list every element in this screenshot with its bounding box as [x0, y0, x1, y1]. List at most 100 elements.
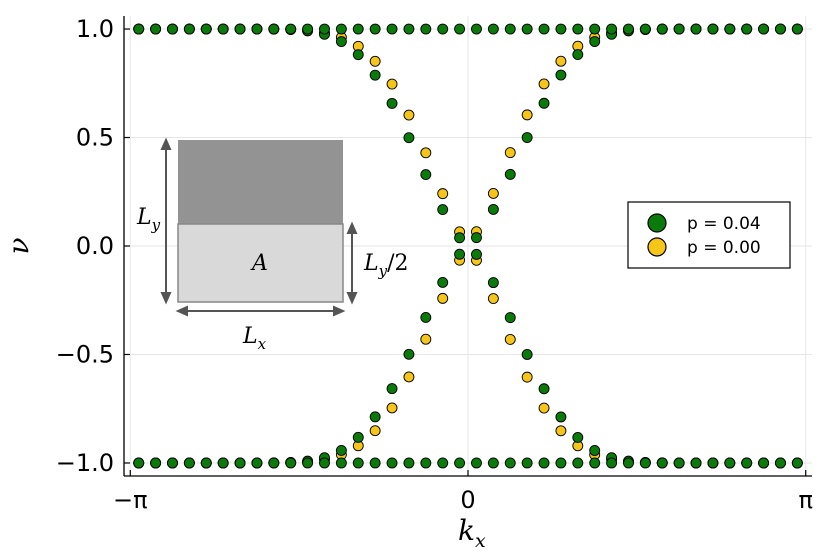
data-point — [707, 457, 719, 469]
data-point — [589, 36, 601, 47]
data-point — [639, 23, 651, 35]
data-point — [302, 457, 314, 469]
data-point — [420, 457, 432, 469]
data-point — [319, 23, 330, 35]
legend-marker-p000 — [647, 237, 667, 257]
data-point — [791, 457, 803, 469]
data-point — [572, 23, 584, 35]
data-point — [369, 23, 381, 35]
data-point — [589, 445, 601, 456]
data-point — [504, 312, 516, 324]
data-point — [555, 69, 567, 81]
data-point — [437, 276, 449, 288]
data-point — [369, 69, 381, 81]
data-point — [200, 23, 212, 35]
data-point — [623, 457, 634, 469]
data-point — [521, 457, 533, 469]
data-point — [133, 23, 145, 35]
legend: p = 0.04 p = 0.00 — [627, 201, 791, 269]
y-tick-label: 0.5 — [76, 124, 114, 152]
data-point — [639, 457, 651, 469]
data-point — [217, 23, 229, 35]
data-point — [656, 23, 668, 35]
data-point — [403, 23, 415, 35]
data-point — [352, 23, 364, 35]
data-point — [335, 457, 347, 469]
data-point — [403, 457, 415, 469]
data-point — [437, 23, 449, 35]
data-point — [386, 402, 398, 414]
data-point — [150, 457, 162, 469]
x-tick-label: 0 — [460, 486, 475, 514]
data-point — [167, 23, 178, 35]
data-point — [521, 109, 533, 121]
data-point — [724, 457, 736, 469]
data-point — [217, 457, 229, 469]
inset-region-a — [177, 223, 344, 303]
data-point — [572, 457, 584, 469]
data-point — [234, 457, 246, 469]
data-point — [369, 425, 381, 437]
data-point — [437, 204, 449, 216]
x-tick-label: −π — [113, 486, 148, 514]
inset-width-arrow — [175, 305, 346, 317]
data-point — [741, 457, 753, 469]
data-point — [555, 425, 567, 437]
data-point — [758, 23, 770, 35]
data-point — [487, 457, 499, 469]
legend-marker-p004 — [647, 213, 667, 233]
data-point — [555, 23, 567, 35]
data-point — [268, 457, 280, 469]
data-point — [352, 49, 364, 61]
data-point — [386, 97, 398, 109]
data-point — [775, 23, 786, 35]
inset-schematic: A Ly Ly/2 Lx — [136, 137, 409, 353]
data-point — [656, 457, 668, 469]
data-point — [335, 444, 347, 456]
data-point — [454, 248, 466, 260]
inset-half-height-arrow — [346, 221, 358, 305]
data-point — [369, 411, 381, 423]
inset-height-arrow — [160, 137, 172, 305]
data-point — [471, 23, 482, 35]
data-point — [487, 277, 499, 289]
data-point — [724, 23, 736, 35]
data-point — [538, 457, 550, 469]
axes — [123, 16, 812, 477]
data-point — [521, 23, 533, 35]
data-point — [251, 457, 263, 469]
data-point — [420, 147, 432, 159]
data-point — [352, 431, 364, 443]
inset-height-label: Ly — [136, 205, 161, 234]
data-point — [234, 23, 246, 35]
data-point — [555, 457, 567, 469]
inset-upper-region — [178, 140, 343, 224]
data-point — [791, 23, 803, 35]
data-point — [504, 168, 516, 180]
data-point — [183, 457, 195, 469]
data-point — [673, 23, 685, 35]
data-point — [758, 457, 770, 469]
data-point — [572, 431, 584, 443]
data-point — [538, 23, 550, 35]
data-point — [285, 23, 297, 35]
data-point — [487, 187, 499, 199]
data-point — [690, 23, 702, 35]
data-point — [437, 188, 449, 200]
data-point — [285, 457, 297, 469]
data-point — [606, 23, 618, 35]
data-point — [335, 23, 347, 35]
data-point — [589, 457, 601, 469]
data-point — [555, 411, 567, 423]
data-point — [420, 333, 432, 345]
data-points — [133, 23, 803, 469]
y-axis-label: ν — [2, 237, 35, 254]
data-point — [403, 109, 415, 121]
data-point — [487, 23, 499, 35]
data-point — [504, 457, 516, 469]
data-point — [690, 457, 702, 469]
inset-region-label: A — [250, 251, 268, 276]
data-point — [302, 23, 314, 35]
data-point — [420, 23, 432, 35]
data-point — [504, 23, 516, 35]
